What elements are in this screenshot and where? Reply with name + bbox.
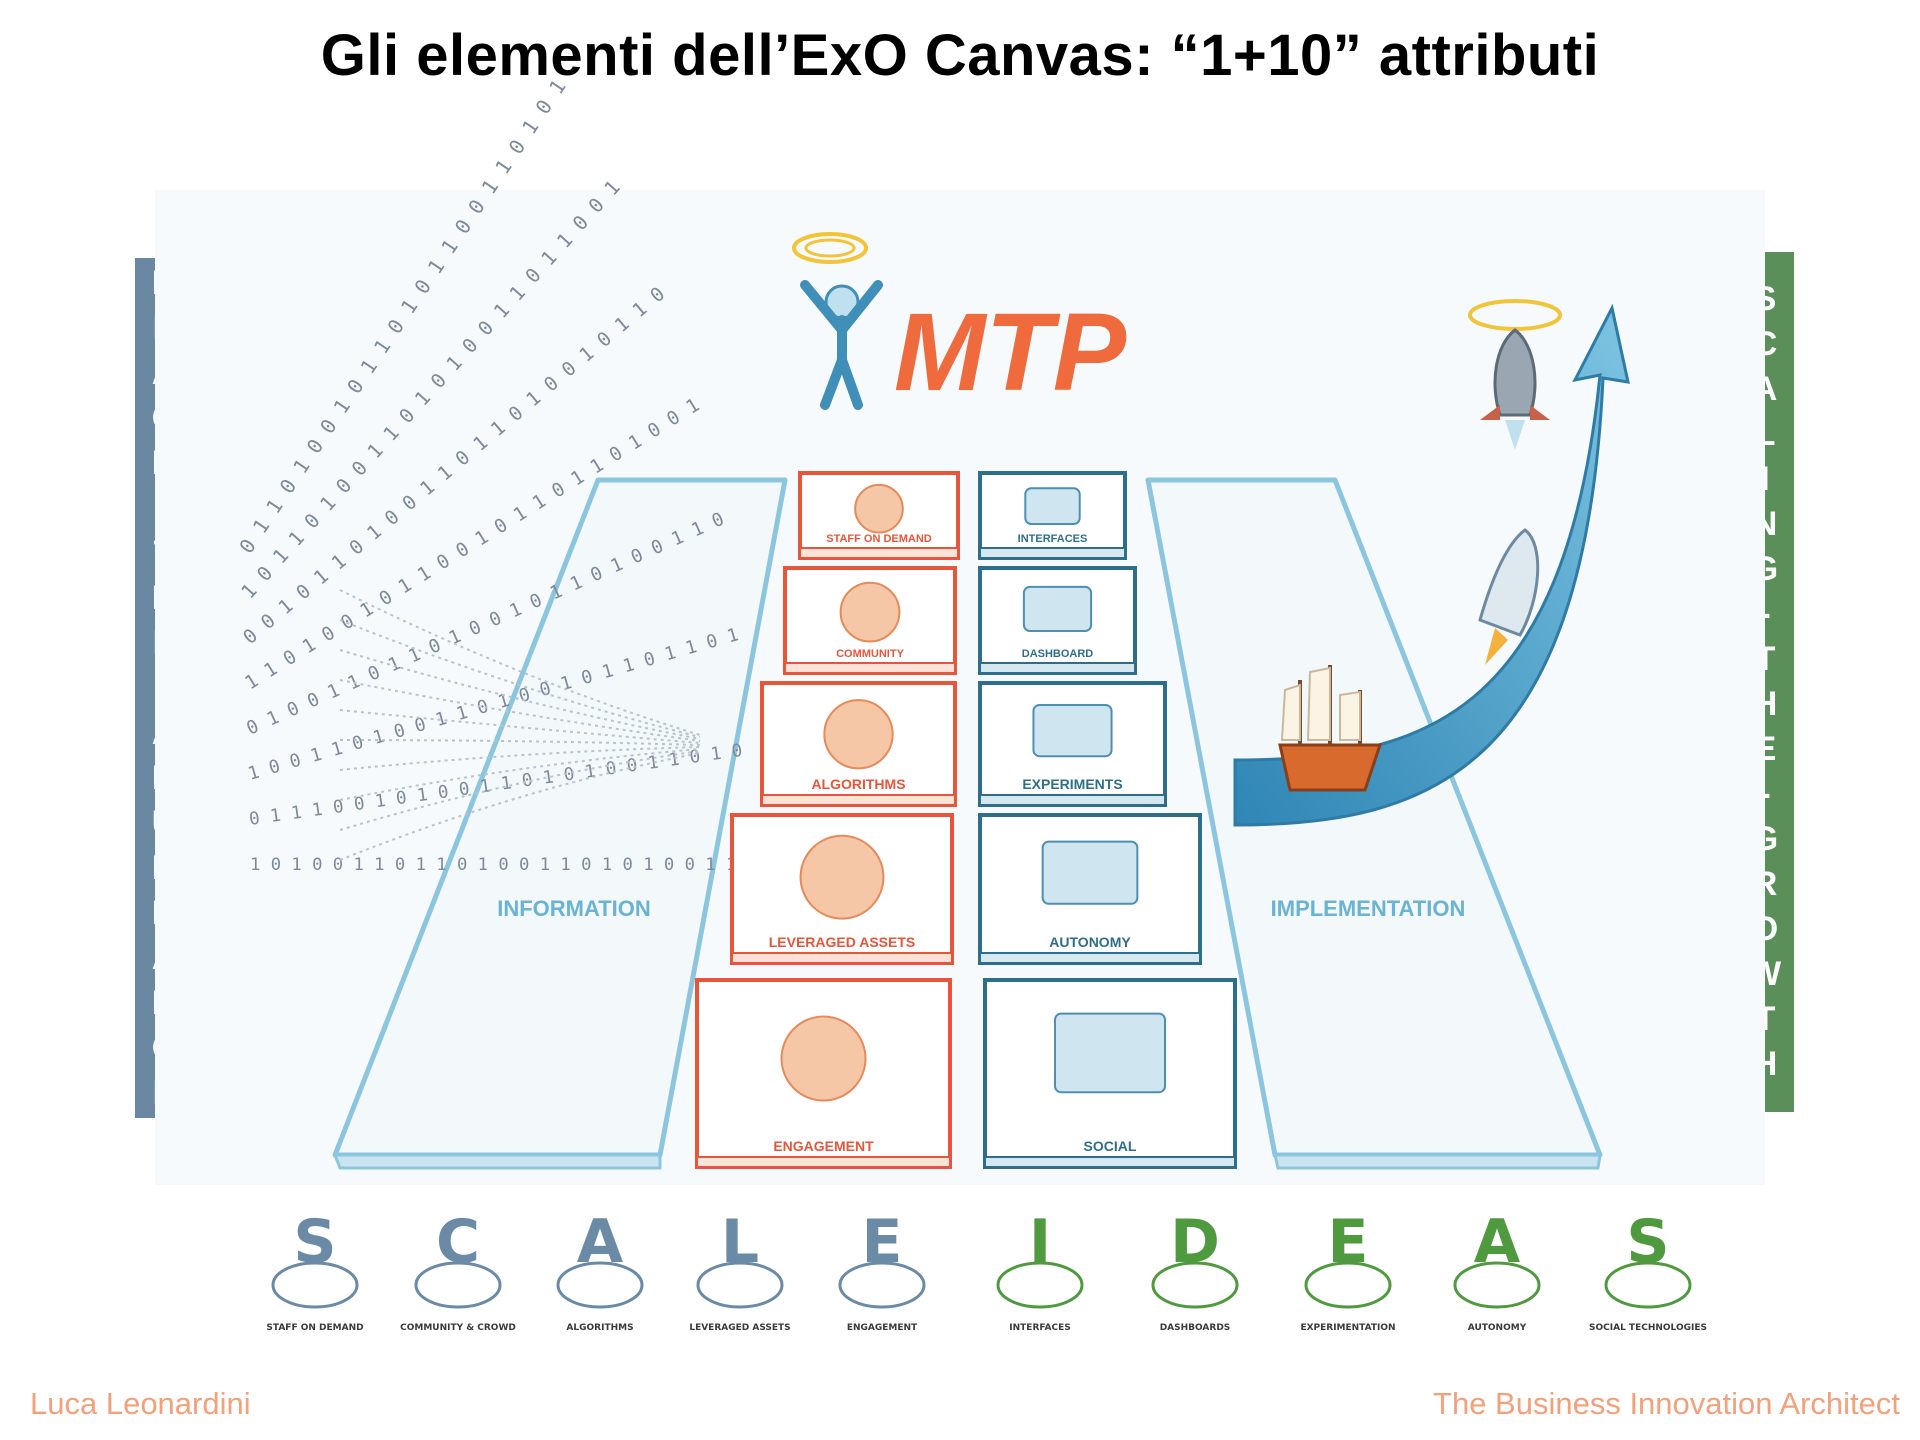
scale-tile: STAFF ON DEMAND [798, 471, 960, 560]
scale-tile-label: STAFF ON DEMAND [826, 533, 932, 545]
binary-stream-line [339, 619, 701, 738]
scale-letter: L [721, 1207, 759, 1277]
scale-letter: A [1474, 1207, 1521, 1277]
ideas-tile: DASHBOARD [978, 566, 1137, 675]
ideas-item: S SOCIAL TECHNOLOGIES [1589, 1207, 1707, 1333]
scale-ideas-row: S STAFF ON DEMAND C COMMUNITY & CROWD A ALGOR… [266, 1207, 1707, 1333]
scale-tile-label: COMMUNITY [836, 648, 904, 660]
row-icon [696, 1261, 784, 1309]
mtp-label: MTP [894, 291, 1127, 414]
attribute-tiles: STAFF ON DEMAND INTERFACES COMMUNITY DASHBO… [695, 471, 1237, 1169]
row-label: COMMUNITY & CROWD [400, 1323, 516, 1333]
scale-item: C COMMUNITY & CROWD [400, 1207, 516, 1333]
scale-item: S STAFF ON DEMAND [266, 1207, 363, 1333]
row-icon [1304, 1261, 1392, 1309]
binary-stream-line [339, 752, 701, 861]
binary-stream-line [339, 649, 701, 740]
binary-stream-line [339, 750, 701, 831]
page-title: Gli elementi dell’ExO Canvas: “1+10” att… [320, 23, 1600, 88]
tile-illustration [780, 1015, 867, 1102]
scale-item: E ENGAGEMENT [838, 1207, 926, 1333]
row-label: INTERFACES [1009, 1323, 1070, 1333]
ideas-tile-label: AUTONOMY [1049, 934, 1131, 950]
row-label: DASHBOARDS [1160, 1323, 1231, 1333]
tile-illustration [854, 483, 904, 534]
implementation-label: IMPLEMENTATION [1271, 896, 1466, 921]
ideas-tile: EXPERIMENTS [978, 681, 1167, 807]
binary-stream-line [339, 589, 701, 736]
scale-tile-label: LEVERAGED ASSETS [769, 934, 916, 950]
scale-letter: S [293, 1207, 336, 1277]
ideas-tile-label: DASHBOARD [1022, 648, 1094, 660]
row-icon [414, 1261, 502, 1309]
scale-item: L LEVERAGED ASSETS [689, 1207, 790, 1333]
tile-illustration [1041, 840, 1139, 905]
information-panel [332, 477, 788, 1170]
information-label: INFORMATION [497, 896, 651, 921]
row-icon [556, 1261, 644, 1309]
binary-line: 1 0 1 0 0 1 1 0 1 1 0 1 0 0 1 1 0 1 0 1 … [250, 855, 736, 875]
scale-letter: E [1328, 1207, 1369, 1277]
scale-tile: ALGORITHMS [760, 681, 957, 807]
row-icon [1453, 1261, 1541, 1309]
implementation-panel [1145, 477, 1603, 1170]
scale-tile-label: ALGORITHMS [811, 776, 905, 792]
tile-illustration [839, 581, 901, 643]
scale-letter: D [1170, 1207, 1220, 1277]
tile-illustration [1024, 487, 1081, 525]
scale-letter: C [436, 1207, 480, 1277]
ideas-tile-label: SOCIAL [1084, 1138, 1137, 1154]
tile-illustration [1054, 1012, 1166, 1094]
row-icon [838, 1261, 926, 1309]
ideas-tile-label: EXPERIMENTS [1022, 776, 1122, 792]
scale-letter: E [862, 1207, 903, 1277]
rocket-icon [1468, 299, 1562, 450]
scale-letter: I [1029, 1207, 1051, 1277]
tile-illustration [1022, 585, 1093, 633]
row-label: SOCIAL TECHNOLOGIES [1589, 1323, 1707, 1333]
ideas-item: E EXPERIMENTATION [1300, 1207, 1395, 1333]
row-label: ENGAGEMENT [847, 1323, 918, 1333]
ideas-item: A AUTONOMY [1453, 1207, 1541, 1333]
row-icon [996, 1261, 1084, 1309]
growth-arrow [1233, 303, 1630, 827]
row-label: ALGORITHMS [566, 1323, 633, 1333]
row-icon [1151, 1261, 1239, 1309]
row-icon [271, 1261, 359, 1309]
ship-icon [1278, 665, 1383, 792]
ideas-tile-label: INTERFACES [1018, 533, 1088, 545]
scale-tile-label: ENGAGEMENT [773, 1138, 874, 1154]
tile-illustration [823, 699, 894, 770]
tile-illustration [1032, 703, 1113, 758]
row-icon [1604, 1261, 1692, 1309]
footer-author: Luca Leonardini [30, 1386, 251, 1421]
scale-item: A ALGORITHMS [556, 1207, 644, 1333]
scale-tile: COMMUNITY [783, 566, 957, 675]
scale-tile: LEVERAGED ASSETS [730, 813, 954, 965]
scale-letter: A [577, 1207, 624, 1277]
ideas-tile: SOCIAL [983, 978, 1237, 1169]
mtp-person-icon [792, 232, 883, 410]
ideas-item: D DASHBOARDS [1151, 1207, 1239, 1333]
row-label: STAFF ON DEMAND [266, 1323, 363, 1333]
scale-tile: ENGAGEMENT [695, 978, 952, 1169]
binary-stream-line [339, 679, 701, 742]
footer-tagline: The Business Innovation Architect [1433, 1386, 1900, 1421]
shuttle-icon [1478, 528, 1540, 665]
row-label: LEVERAGED ASSETS [689, 1323, 790, 1333]
scale-letter: S [1626, 1207, 1669, 1277]
ideas-tile: AUTONOMY [978, 813, 1202, 965]
tile-illustration [799, 834, 885, 920]
row-label: EXPERIMENTATION [1300, 1323, 1395, 1333]
ideas-item: I INTERFACES [996, 1207, 1084, 1333]
binary-stream-line [339, 748, 701, 801]
row-label: AUTONOMY [1468, 1323, 1527, 1333]
ideas-tile: INTERFACES [978, 471, 1127, 560]
